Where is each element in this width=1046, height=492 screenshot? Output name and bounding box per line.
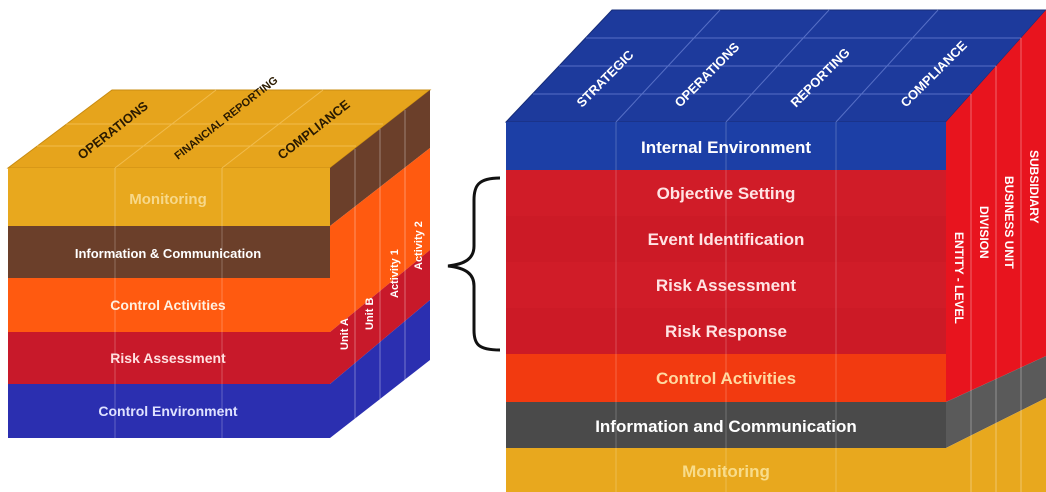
right-side-gold bbox=[946, 398, 1046, 492]
right-top-grid bbox=[533, 9, 1021, 123]
right-layer-risk-response bbox=[506, 308, 946, 354]
right-side-grid bbox=[970, 38, 1022, 492]
left-label-control-activities: Control Activities bbox=[110, 297, 226, 313]
right-label-objective-setting: Objective Setting bbox=[657, 184, 796, 203]
left-side-orange bbox=[330, 148, 430, 332]
right-side-gray bbox=[946, 356, 1046, 448]
left-label-risk-assessment: Risk Assessment bbox=[110, 350, 226, 366]
right-side-label-business-unit: BUSINESS UNIT bbox=[1002, 176, 1016, 269]
right-layer-event-identification bbox=[506, 216, 946, 262]
right-label-risk-response: Risk Response bbox=[665, 322, 787, 341]
left-top-grid bbox=[37, 89, 383, 169]
right-layer-information-communication bbox=[506, 402, 946, 448]
left-cube: OPERATIONS FINANCIAL REPORTING COMPLIANC… bbox=[6, 74, 432, 438]
left-side-label-activity-1: Activity 1 bbox=[389, 249, 401, 298]
left-side-top bbox=[330, 90, 430, 226]
right-label-risk-assessment: Risk Assessment bbox=[656, 276, 797, 295]
right-layer-objective-setting bbox=[506, 170, 946, 216]
left-label-monitoring: Monitoring bbox=[129, 191, 206, 208]
left-layer-risk-assessment bbox=[8, 332, 330, 384]
right-label-event-identification: Event Identification bbox=[648, 230, 805, 249]
right-layer-monitoring bbox=[506, 448, 946, 492]
left-layer-control-environment bbox=[8, 384, 330, 438]
right-label-internal-environment: Internal Environment bbox=[641, 138, 811, 157]
right-layer-control-activities bbox=[506, 354, 946, 402]
right-cube: STRATEGIC OPERATIONS REPORTING COMPLIANC… bbox=[504, 9, 1046, 492]
left-label-information-communication: Information & Communication bbox=[75, 246, 261, 261]
right-label-information-communication: Information and Communication bbox=[595, 417, 857, 436]
left-side-grid bbox=[354, 110, 406, 419]
left-layer-control-activities bbox=[8, 278, 330, 332]
right-layer-risk-assessment bbox=[506, 262, 946, 308]
right-side-label-subsidiary: SUBSIDIARY bbox=[1027, 150, 1041, 224]
left-side-red bbox=[330, 250, 430, 384]
left-side-label-unit-a: Unit A bbox=[339, 318, 351, 350]
right-label-control-activities: Control Activities bbox=[656, 369, 796, 388]
left-label-control-environment: Control Environment bbox=[98, 403, 238, 419]
right-side-red bbox=[946, 10, 1046, 402]
left-side-blue bbox=[330, 300, 430, 438]
left-layer-monitoring bbox=[8, 168, 330, 226]
left-side-label-unit-b: Unit B bbox=[364, 298, 376, 330]
right-side-label-entity-level: ENTITY - LEVEL bbox=[952, 232, 966, 324]
right-side-label-division: DIVISION bbox=[977, 206, 991, 259]
curly-brace bbox=[447, 176, 501, 352]
right-label-monitoring: Monitoring bbox=[682, 462, 770, 481]
right-front-grid bbox=[615, 122, 837, 492]
left-side-label-activity-2: Activity 2 bbox=[413, 221, 425, 270]
left-front-grid bbox=[114, 168, 223, 438]
left-layer-information-communication bbox=[8, 226, 330, 278]
right-layer-internal-environment bbox=[506, 122, 946, 170]
